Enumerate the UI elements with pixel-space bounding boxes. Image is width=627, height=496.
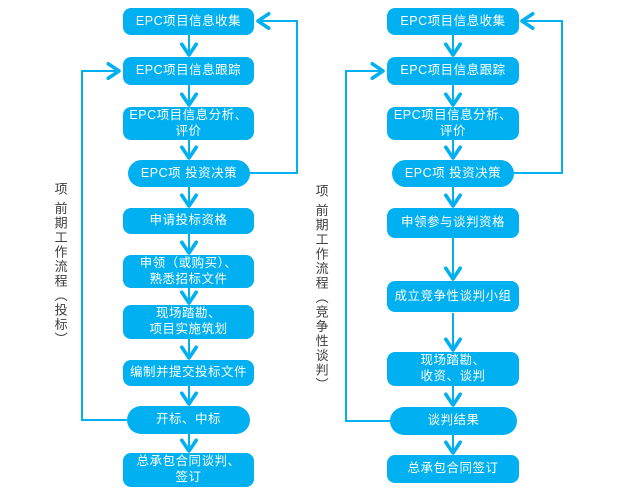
right-node-form-negotiation-team: 成立竞争性谈判小组 (387, 281, 519, 312)
left-node-info-collection: EPC项目信息收集 (123, 8, 254, 35)
right-node-investment-decision: EPC项 投资决策 (392, 160, 514, 187)
right-node-info-analysis-evaluation: EPC项目信息分析、 评价 (387, 107, 519, 140)
right-node-contract-signing: 总承包合同签订 (387, 455, 519, 483)
left-node-prepare-submit-bid-documents: 编制并提交投标文件 (123, 360, 254, 386)
feedback-loop-right-decision-to-collection (514, 12, 563, 174)
left-node-info-analysis-evaluation: EPC项目信息分析、 评价 (123, 107, 254, 140)
left-node-obtain-bid-documents: 申领（或购买）、 熟悉招标文件 (123, 255, 254, 288)
left-node-info-tracking: EPC项目信息跟踪 (123, 57, 254, 85)
feedback-loop-left-decision-to-collection (250, 12, 298, 174)
right-node-negotiation-result: 谈判结果 (390, 407, 517, 435)
left-node-contract-negotiation-signing: 总承包合同谈判、 签订 (123, 453, 254, 487)
right-node-apply-negotiation-qualification: 申领参与谈判资格 (387, 208, 519, 238)
left-node-investment-decision: EPC项 投资决策 (128, 160, 250, 187)
left-node-bid-opening-winning: 开标、中标 (127, 406, 250, 434)
feedback-loop-left-bidresult-to-tracking (81, 62, 128, 421)
left-flow-side-label: 项 前期工作流程（投标） (52, 182, 68, 347)
right-node-info-tracking: EPC项目信息跟踪 (387, 57, 519, 85)
right-node-info-collection: EPC项目信息收集 (387, 8, 519, 35)
right-flow-side-label: 项 前期工作流程（竞争性谈判） (313, 184, 329, 393)
right-node-site-survey-data-negotiation: 现场踏勘、 收资、谈判 (387, 352, 519, 386)
left-node-apply-bid-qualification: 申请投标资格 (123, 208, 254, 234)
left-node-site-survey-implementation-planning: 现场踏勘、 项目实施筑划 (123, 305, 254, 339)
feedback-loop-right-negresult-to-tracking (345, 62, 392, 422)
